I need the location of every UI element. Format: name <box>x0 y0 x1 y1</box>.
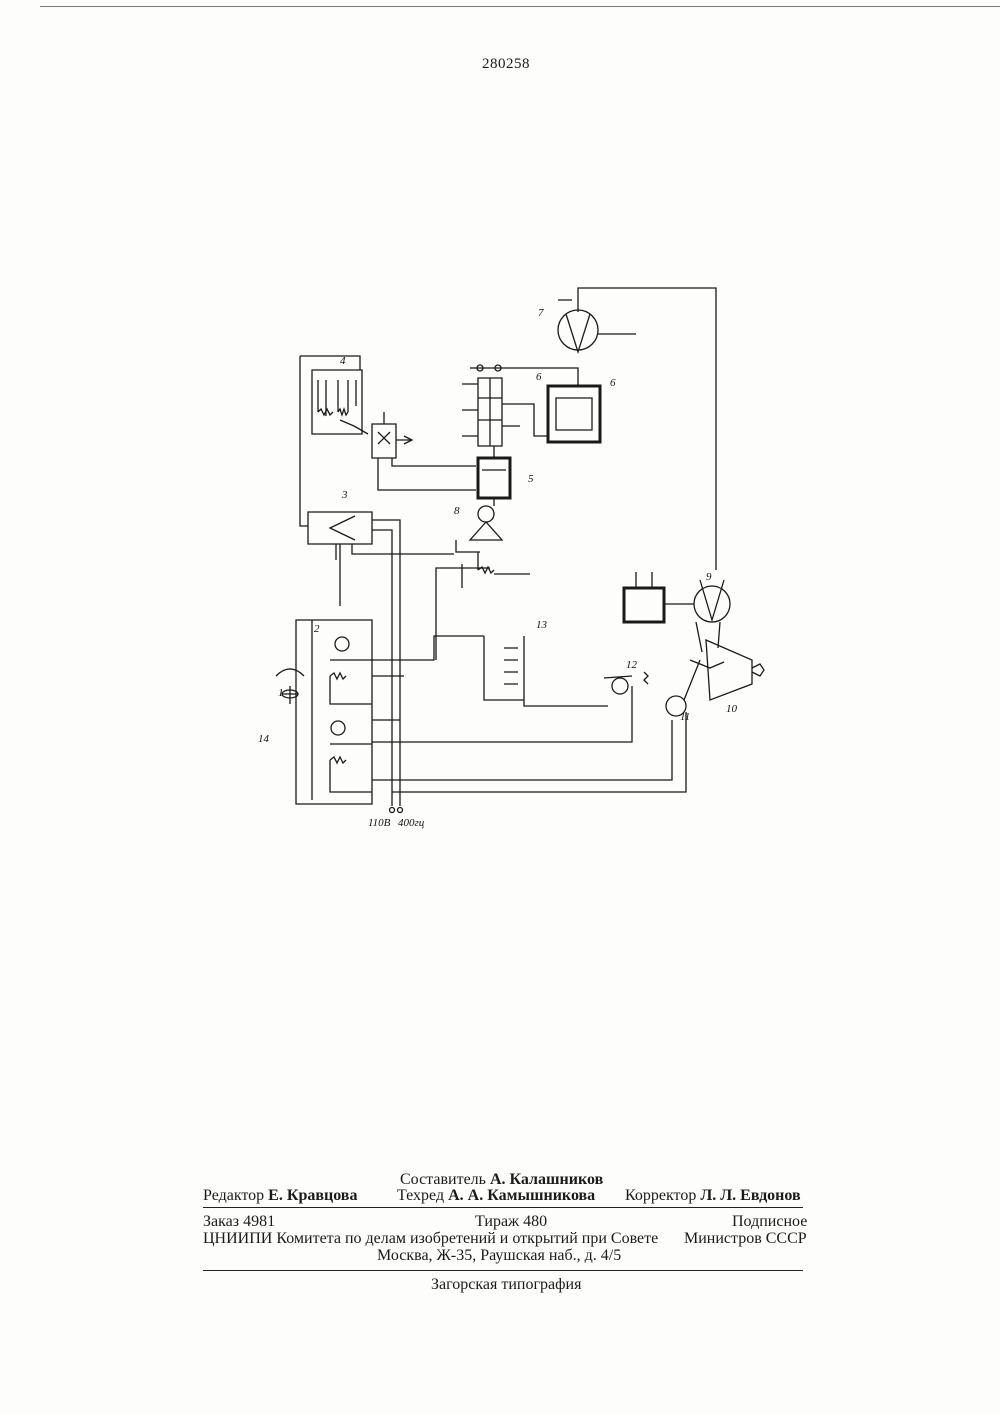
label-8: 8 <box>454 505 460 517</box>
label-voltage: 110В <box>368 817 391 829</box>
printer-line: Загорская типография <box>431 1276 581 1294</box>
footer-rule-bottom <box>203 1270 803 1271</box>
address-line: Москва, Ж-35, Раушская наб., д. 4/5 <box>377 1247 621 1265</box>
organization-line: ЦНИИПИ Комитета по делам изобретений и о… <box>203 1230 658 1248</box>
techred-role: Техред <box>397 1187 444 1204</box>
label-9: 9 <box>706 571 712 583</box>
label-10: 10 <box>726 703 738 715</box>
corrector-name: Л. Л. Евдонов <box>700 1187 800 1204</box>
label-7: 7 <box>538 307 544 319</box>
block-5 <box>478 458 510 498</box>
element-2 <box>335 637 349 651</box>
editor-line: Редактор Е. Кравцова <box>203 1187 357 1205</box>
circulation: Тираж 480 <box>475 1213 547 1231</box>
element-7 <box>558 310 598 350</box>
element-8 <box>478 506 494 522</box>
element-10 <box>706 640 752 700</box>
editor-name: Е. Кравцова <box>268 1187 357 1204</box>
ministers-line: Министров СССР <box>684 1230 807 1248</box>
compiler-name: А. Калашников <box>490 1171 603 1188</box>
label-6b: 6 <box>610 377 616 389</box>
contacts-13 <box>484 636 608 706</box>
techred-line: Техред А. А. Камышникова <box>397 1187 595 1205</box>
label-14: 14 <box>258 733 270 745</box>
label-6: 6 <box>536 371 542 383</box>
footer-rule-top <box>203 1207 803 1208</box>
corrector-line: Корректор Л. Л. Евдонов <box>625 1187 801 1205</box>
order-number: Заказ 4981 <box>203 1213 275 1231</box>
label-11: 11 <box>680 711 690 723</box>
compiler-role: Составитель <box>400 1171 486 1188</box>
label-frequency: 400гц <box>398 817 425 829</box>
block-4 <box>312 370 362 434</box>
frame-main <box>296 620 372 804</box>
label-12: 12 <box>626 659 638 671</box>
element-9 <box>694 586 730 622</box>
label-5: 5 <box>528 473 534 485</box>
element-14 <box>331 721 345 735</box>
element-12 <box>612 678 628 694</box>
valve-4 <box>372 424 396 458</box>
label-4: 4 <box>340 355 346 367</box>
amplifier-3 <box>308 512 372 544</box>
label-13: 13 <box>536 619 548 631</box>
label-1: 1 <box>278 687 284 699</box>
cylinder-9 <box>624 588 664 622</box>
editor-role: Редактор <box>203 1187 264 1204</box>
corrector-role: Корректор <box>625 1187 696 1204</box>
label-2: 2 <box>314 623 320 635</box>
label-3: 3 <box>341 489 348 501</box>
techred-name: А. А. Камышникова <box>448 1187 595 1204</box>
subscription-note: Подписное <box>732 1213 807 1231</box>
